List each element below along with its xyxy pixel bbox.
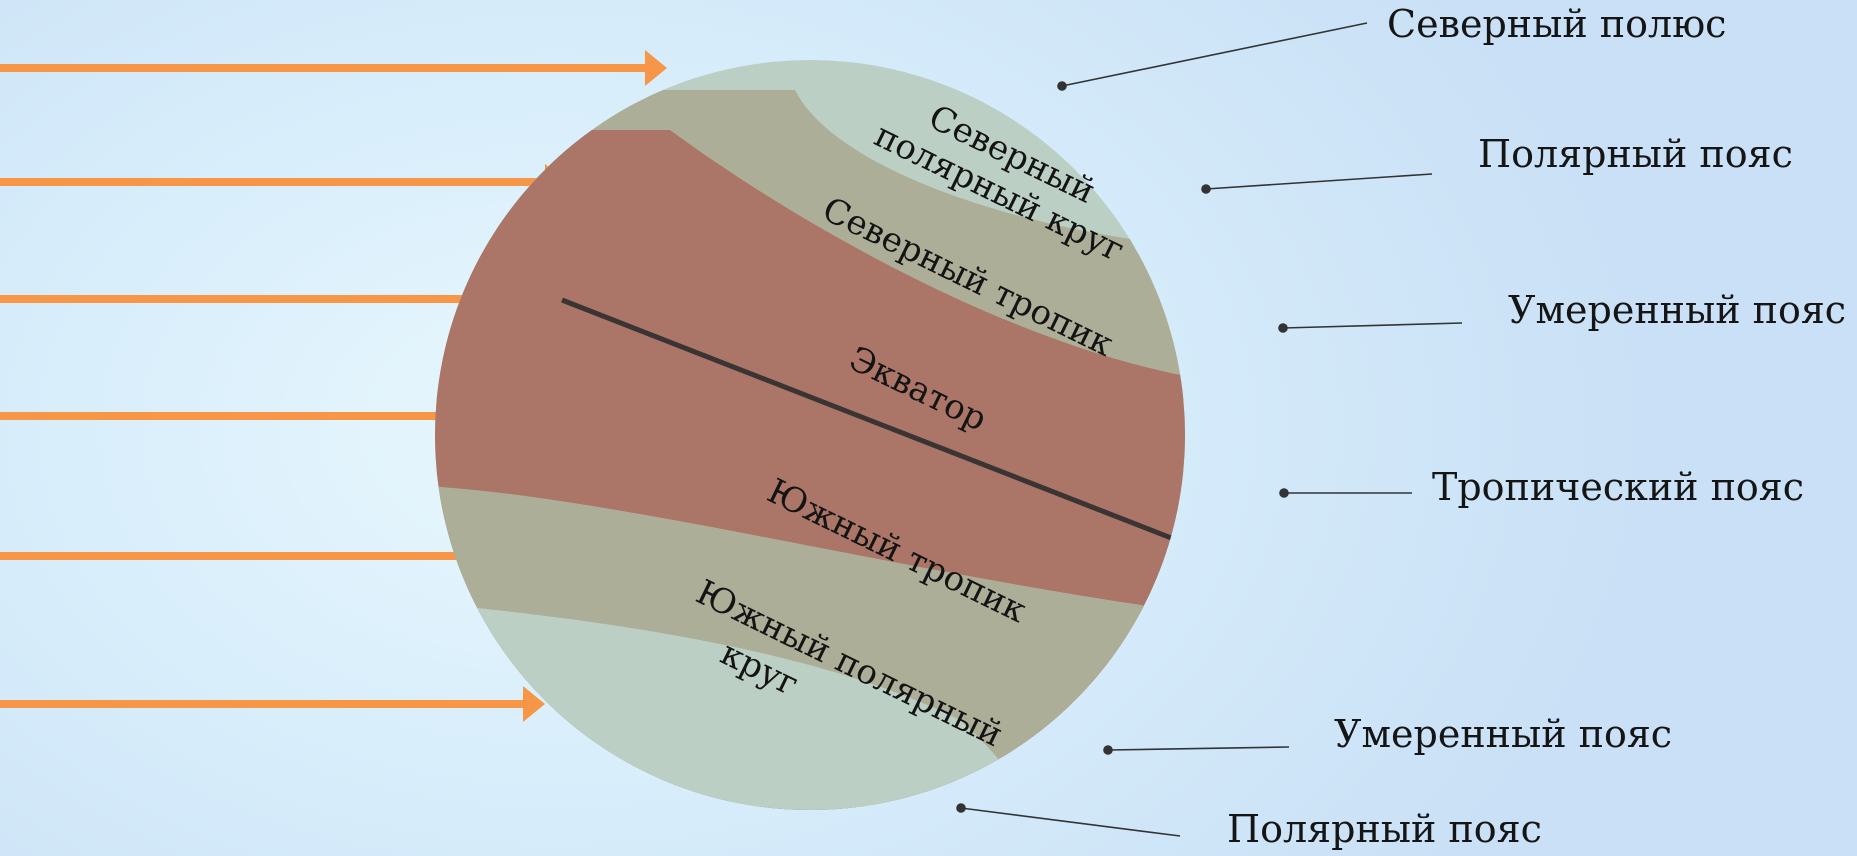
polar-zone-south-label: Полярный пояс	[1227, 807, 1542, 851]
sun-ray-arrow	[0, 398, 492, 434]
leader-lines	[956, 22, 1463, 837]
leader-dot	[956, 803, 966, 813]
temperate-zone-south-label: Умеренный пояс	[1334, 712, 1672, 756]
sun-ray-arrow	[0, 538, 492, 574]
sun-ray-arrow	[0, 164, 567, 200]
sun-ray-arrow	[0, 281, 492, 317]
polar-zone-north-label: Полярный пояс	[1478, 132, 1793, 176]
leader-polar-south	[960, 807, 1181, 837]
globe	[435, 60, 1185, 810]
leader-dot	[1103, 745, 1113, 755]
temperate-zone-north-label: Умеренный пояс	[1508, 288, 1846, 332]
leader-temperate-south	[1107, 746, 1290, 751]
leader-north-pole	[1061, 22, 1368, 87]
leader-dot	[1201, 184, 1211, 194]
leader-dot	[1278, 323, 1288, 333]
leader-temperate-north	[1282, 322, 1463, 329]
north-pole-label: Северный полюс	[1387, 2, 1726, 46]
leader-dot	[1279, 488, 1289, 498]
equator-line	[561, 297, 1185, 578]
leader-dot	[1057, 81, 1067, 91]
side-labels: Северный полюс Полярный пояс Умеренный п…	[1227, 2, 1846, 851]
sun-ray-arrow	[0, 686, 545, 722]
leader-polar-north	[1205, 173, 1433, 190]
tropical-zone-label: Тропический пояс	[1432, 465, 1804, 509]
sun-ray-arrow	[0, 50, 667, 86]
